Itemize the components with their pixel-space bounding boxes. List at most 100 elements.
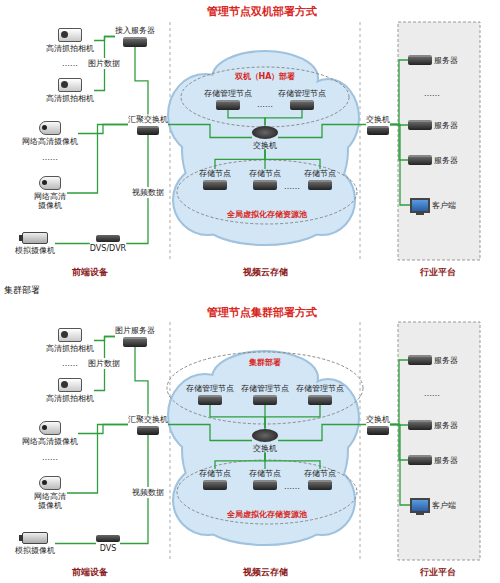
- connector: [67, 425, 128, 494]
- node-label: 模拟摄像机: [15, 246, 55, 255]
- connector: [168, 125, 252, 138]
- connector: [228, 110, 265, 126]
- srv-icon: [408, 420, 432, 430]
- cam-icon: [58, 28, 82, 42]
- server-node: 存储管理节点: [296, 384, 344, 405]
- switch-node: 汇聚交换机: [128, 415, 168, 435]
- client-node: 客户端: [410, 498, 456, 513]
- node-label: 服务器: [434, 121, 458, 130]
- connector: [265, 150, 320, 170]
- node-label: 客户端: [432, 501, 456, 510]
- ellipsis: ……: [62, 359, 78, 368]
- srv-icon: [408, 155, 432, 165]
- node-label: 存储管理节点: [278, 89, 326, 98]
- connector: [390, 360, 408, 425]
- server-node: 服务器: [408, 455, 458, 465]
- node-label: 网络高清摄像机: [22, 437, 78, 446]
- srv-icon: [203, 180, 227, 190]
- srv-icon: [408, 120, 432, 130]
- node-label: 汇聚交换机: [128, 415, 168, 424]
- ipc-icon: [39, 421, 61, 435]
- node-label: 存储管理节点: [186, 384, 234, 393]
- srv-icon: [253, 395, 277, 405]
- camera-node: 高清抓拍相机: [46, 378, 94, 403]
- srv-icon: [408, 355, 432, 365]
- server-node: 存储节点: [304, 469, 336, 490]
- server-node: 服务器: [408, 120, 458, 130]
- node-label: 存储节点: [199, 469, 231, 478]
- ipc-icon: [39, 176, 61, 190]
- platform-panel: [398, 22, 480, 560]
- node-label: 高清抓拍相机: [46, 344, 94, 353]
- node-label: 网络高清 摄像机: [33, 192, 67, 210]
- cloud: [169, 52, 358, 544]
- connector: [168, 425, 252, 441]
- node-label: 服务器: [434, 156, 458, 165]
- sw-icon: [137, 126, 159, 135]
- pc-icon: [410, 198, 430, 213]
- column-label: 视频云存储: [243, 566, 288, 579]
- edge-label: 图片数据: [87, 358, 121, 369]
- node-label: DVS/DVR: [90, 244, 126, 253]
- column-label: 视频云存储: [243, 266, 288, 279]
- server-node: 接入服务器: [115, 26, 155, 47]
- group-ellipses: [167, 67, 363, 524]
- ellipsis: ……: [62, 59, 78, 68]
- client-node: 客户端: [410, 198, 456, 213]
- node-label: 网络高清摄像机: [22, 137, 78, 146]
- node-label: 模拟摄像机: [15, 546, 55, 555]
- server-node: 图片服务器: [115, 326, 155, 347]
- server-node: 服务器: [408, 355, 458, 365]
- srv-icon: [290, 100, 314, 110]
- srv-icon: [216, 100, 240, 110]
- diagram-title: 管理节点集群部署方式: [207, 305, 317, 320]
- group-label: 全局虚拟化存储资源池: [227, 509, 307, 520]
- dvr-icon: [96, 235, 120, 242]
- csw-icon: [252, 429, 278, 442]
- node-label: 高清抓拍相机: [46, 94, 94, 103]
- analog-camera-node: 模拟摄像机: [15, 232, 55, 255]
- switch-node: 交换机: [366, 415, 390, 435]
- node-label: 服务器: [434, 456, 458, 465]
- srv-icon: [308, 180, 332, 190]
- ellipsis: ……: [424, 89, 440, 98]
- connector: [278, 425, 366, 441]
- server-node: 存储管理节点: [186, 384, 234, 405]
- node-label: 存储节点: [199, 169, 231, 178]
- connector: [278, 125, 366, 138]
- srv-icon: [408, 55, 432, 65]
- node-label: 服务器: [434, 421, 458, 430]
- diagram-title: 管理节点双机部署方式: [207, 4, 317, 19]
- server-node: 存储管理节点: [278, 89, 326, 110]
- core-switch-node: 交换机: [252, 429, 278, 453]
- dvr-node: DVS: [96, 535, 120, 553]
- node-label: 接入服务器: [115, 26, 155, 35]
- connector: [55, 543, 96, 544]
- node-label: 交换机: [253, 444, 277, 453]
- node-label: 交换机: [366, 115, 390, 124]
- node-label: 图片服务器: [115, 326, 155, 335]
- column-label: 前端设备: [72, 566, 108, 579]
- core-switch-node: 交换机: [252, 126, 278, 150]
- server-node: 服务器: [408, 55, 458, 65]
- srv-icon: [198, 395, 222, 405]
- ip-camera-node: 网络高清 摄像机: [33, 176, 67, 210]
- analog-camera-node: 模拟摄像机: [15, 532, 55, 555]
- ip-camera-node: 网络高清 摄像机: [33, 476, 67, 510]
- connector: [390, 125, 410, 206]
- connector: [215, 150, 265, 170]
- connector: [215, 453, 265, 470]
- camera-node: 高清抓拍相机: [46, 78, 94, 103]
- server-node: 存储管理节点: [241, 384, 289, 405]
- server-node: 存储管理节点: [204, 89, 252, 110]
- edge-label: 视频数据: [131, 487, 165, 498]
- node-label: 存储节点: [304, 469, 336, 478]
- column-label: 前端设备: [72, 266, 108, 279]
- column-label: 行业平台: [420, 266, 456, 279]
- connector: [135, 47, 148, 115]
- column-label: 行业平台: [420, 566, 456, 579]
- camera-node: 高清抓拍相机: [46, 28, 94, 53]
- srv-icon: [203, 480, 227, 490]
- ip-camera-node: 网络高清摄像机: [22, 121, 78, 146]
